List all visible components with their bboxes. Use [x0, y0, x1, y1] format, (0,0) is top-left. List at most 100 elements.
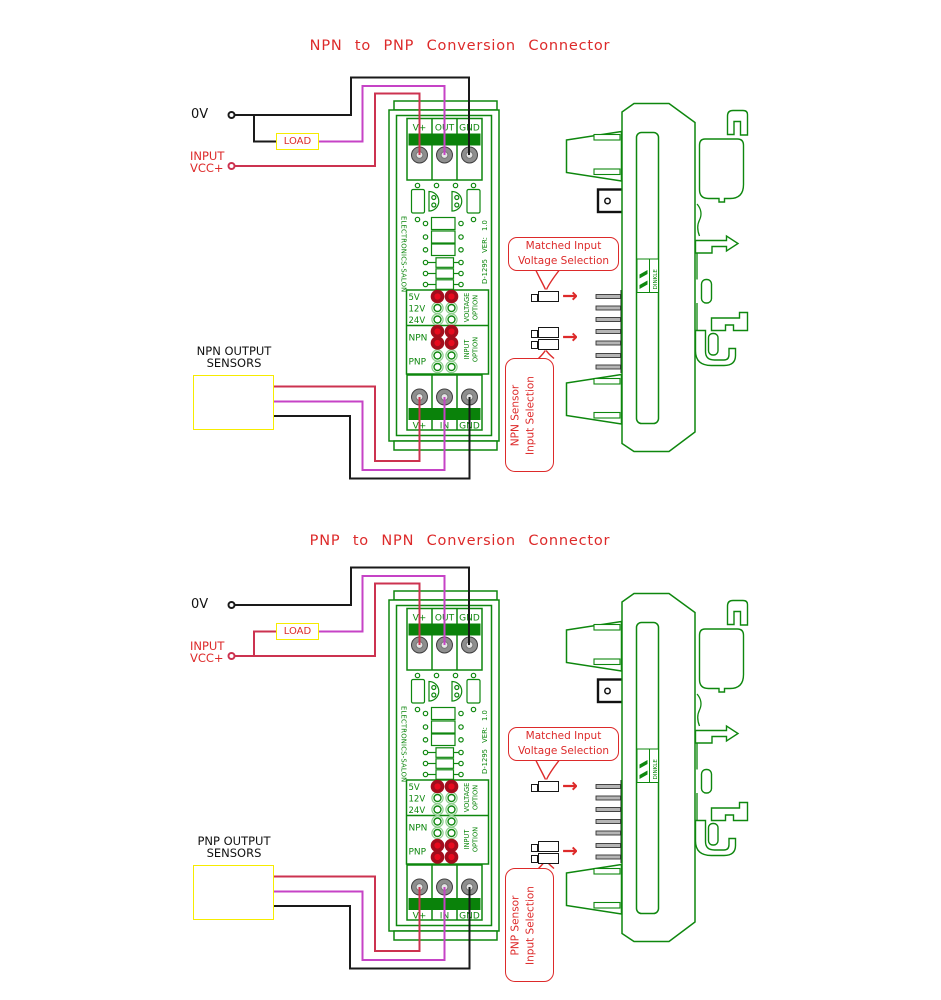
jumper-shunt-single — [531, 291, 561, 304]
brand-left-silkscreen: ELECTRONICS-SALON — [400, 706, 408, 782]
wire-red-load-branch — [253, 630, 277, 656]
clip-foot-slot — [707, 332, 719, 356]
jumper-installed-pnp — [430, 838, 459, 864]
module-components — [410, 672, 481, 780]
din-rail-side-view: DINKLE — [565, 592, 749, 943]
wire-black-0v-to-gnd — [234, 566, 470, 645]
row-label-24v: 24V — [409, 316, 426, 326]
rail-hook-top — [726, 109, 749, 136]
wire-magenta-sensor-to-in — [273, 887, 446, 961]
rail-hook-top — [726, 599, 749, 626]
transistor-outline — [451, 190, 463, 212]
sensor-label-line2: SENSORS — [206, 845, 262, 860]
wire-black-load-branch — [253, 115, 277, 143]
dinkle-brand-text: DINKLE — [653, 759, 659, 780]
diagram-title: PNP to NPN Conversion Connector — [309, 533, 611, 549]
capacitor-outline — [466, 188, 481, 214]
wire-black-sensor-to-gnd — [273, 887, 471, 970]
voltage-selection-callout: Matched Input Voltage Selection — [508, 237, 619, 271]
row-label-12v: 12V — [409, 305, 426, 315]
sensor-box — [193, 865, 274, 920]
wiring — [227, 76, 471, 480]
clip-slot — [700, 278, 713, 304]
jumper-installed-npn — [430, 324, 459, 350]
clip-spring-arm — [710, 311, 749, 332]
shunt-tab — [531, 293, 538, 302]
model-version-silkscreen: D-1295 VER: 1.0 — [481, 220, 489, 284]
clip-tooth — [694, 234, 740, 254]
dinkle-brand-text: DINKLE — [653, 269, 659, 290]
voltage-callout-line1: Matched Input — [525, 240, 602, 252]
row-label-npn: NPN — [409, 824, 428, 834]
diagram-title: NPN to PNP Conversion Connector — [309, 38, 611, 54]
voltage-callout-line2: Voltage Selection — [517, 254, 610, 267]
zero-v-label: 0V — [191, 107, 209, 122]
zero-v-label: 0V — [191, 597, 209, 612]
shunt-tab — [531, 855, 538, 863]
wire-red-vcc-to-vplus — [234, 92, 421, 167]
wire-magenta-sensor-to-in — [273, 397, 446, 471]
transistor-outline — [451, 680, 463, 702]
rail-slot — [698, 628, 745, 693]
arrow-right-icon: → — [562, 285, 578, 307]
arrow-right-icon: → — [562, 326, 578, 348]
shunt-tab — [531, 843, 538, 852]
input-label-line2: VCC+ — [190, 650, 224, 665]
dinkle-logo-mark — [639, 760, 648, 769]
voltage-option-label1: VOLTAGE — [463, 293, 471, 323]
arrow-right-icon: → — [562, 840, 578, 862]
row-label-24v: 24V — [409, 806, 426, 816]
callout-tails — [535, 270, 560, 360]
wire-magenta-load-to-out — [318, 85, 446, 155]
zero-v-terminal-dot — [227, 601, 236, 609]
voltage-option-label2: OPTION — [472, 785, 480, 810]
jumper-shunt-double — [531, 327, 561, 351]
clip-slot — [700, 768, 713, 794]
voltage-option-label1: VOLTAGE — [463, 783, 471, 813]
sensor-label-line2: SENSORS — [206, 355, 262, 370]
jumper-shunt-single — [531, 781, 561, 794]
sensor-output-label: NPN OUTPUT SENSORS — [183, 345, 285, 370]
shunt-body — [538, 841, 559, 852]
rail-slot — [698, 138, 745, 203]
shunt-tab — [531, 783, 538, 792]
voltage-callout-tail — [535, 270, 560, 290]
transistor-outline — [428, 680, 440, 702]
resistor-array — [422, 706, 464, 780]
jumper-option-block: 5V 12V 24V NPN PNP VOLTAGE OPTION INPUT … — [405, 289, 490, 375]
din-rail-clip — [694, 109, 749, 367]
jumper-installed-5v — [430, 289, 459, 304]
diagram-graphics: V+ OUT GND — [227, 76, 749, 480]
wiring — [227, 566, 471, 970]
dinkle-logo: DINKLE — [636, 748, 659, 783]
dinkle-logo-mark — [639, 270, 648, 279]
wire-red-sensor-to-vplus — [273, 875, 421, 952]
input-label-line2: VCC+ — [190, 160, 224, 175]
capacitor-outline — [466, 678, 481, 704]
input-label-line1: INPUT — [190, 639, 225, 653]
jumper-shunt-double — [531, 841, 561, 865]
row-label-12v: 12V — [409, 795, 426, 805]
voltage-selection-callout: Matched Input Voltage Selection — [508, 727, 619, 761]
clip-spring-arm — [710, 801, 749, 822]
row-label-5v: 5V — [409, 293, 420, 303]
capacitor-outline — [410, 188, 426, 214]
shunt-tab — [531, 329, 538, 338]
shunt-tab — [531, 341, 538, 349]
voltage-callout-line2: Voltage Selection — [517, 744, 610, 757]
input-label-line1: INPUT — [190, 149, 225, 163]
row-label-npn: NPN — [409, 334, 428, 344]
vcc-terminal-dot — [227, 162, 236, 170]
row-label-5v: 5V — [409, 783, 420, 793]
shunt-body — [538, 781, 559, 792]
arrow-right-icon: → — [562, 775, 578, 797]
load-box: LOAD — [276, 623, 319, 640]
sensor-callout-line1: NPN Sensor — [509, 384, 521, 446]
sensor-box — [193, 375, 274, 430]
load-box: LOAD — [276, 133, 319, 150]
din-rail-side-view: DINKLE — [565, 102, 749, 453]
terminal-module: V+ OUT GND — [388, 590, 500, 941]
clip-foot — [694, 329, 737, 367]
screw-hole-icon — [604, 687, 611, 695]
